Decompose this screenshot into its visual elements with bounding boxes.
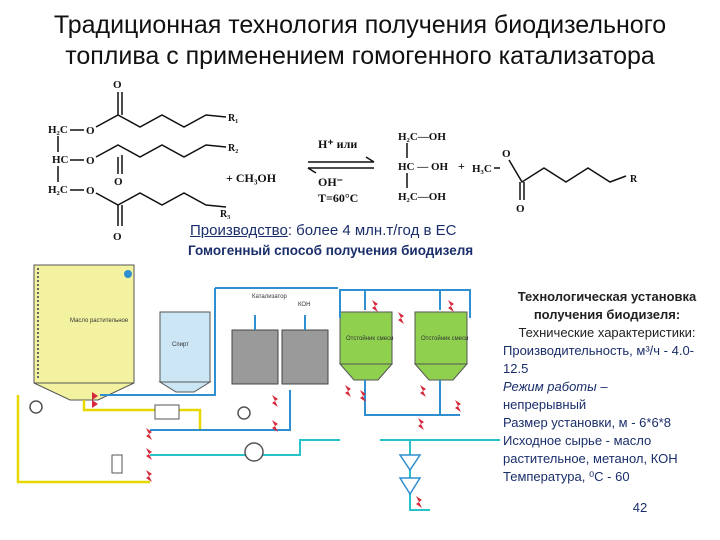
carbonyl-oxygen-2: O xyxy=(114,176,123,188)
specs-mode-value: непрерывный xyxy=(503,397,587,412)
ester-oxygen-1: O xyxy=(86,125,95,137)
oil-tank-label: Масло растительное xyxy=(70,318,129,324)
specs-panel: Технологическая установка получения биод… xyxy=(503,288,711,486)
specs-heading: Технологическая установка получения биод… xyxy=(517,289,697,322)
reverse-arrow-head xyxy=(307,167,317,174)
settler-2 xyxy=(414,311,468,365)
valve-1 xyxy=(92,392,98,408)
valve-10 xyxy=(345,385,351,397)
production-label: Производство xyxy=(190,222,288,239)
reactor-2 xyxy=(281,329,329,385)
ester-oxygen-3: O xyxy=(86,185,95,197)
carbonyl-oxygen-3: O xyxy=(113,231,122,243)
filter-1 xyxy=(398,454,422,472)
catalyst-label: Катализатор xyxy=(252,294,288,300)
valves xyxy=(92,300,461,508)
triglyceride-hc: HC xyxy=(52,154,69,166)
title-line-2: топлива с применением гомогенного катали… xyxy=(65,42,655,70)
valve-2 xyxy=(146,428,152,440)
methyl-ester-oxygen: O xyxy=(502,148,511,160)
settler-1-cone xyxy=(338,363,394,381)
chain-r3-label: R₃ xyxy=(220,209,230,220)
fatty-chain-2 xyxy=(95,144,227,158)
specs-mode-label: Режим работы – xyxy=(503,379,608,394)
pump-1 xyxy=(29,400,43,414)
spirit-tank-label: Спирт xyxy=(172,342,189,348)
valve-5 xyxy=(272,395,278,407)
valve-8 xyxy=(398,312,404,324)
product-plus: + xyxy=(458,159,465,173)
settler-2-label: Отстойник смеси xyxy=(421,335,469,342)
carbonyl-oxygen-1: O xyxy=(113,79,122,91)
oil-tank-cone xyxy=(33,382,135,401)
settler-1 xyxy=(339,311,393,365)
methyl-ester-chain xyxy=(508,159,627,184)
temperature-condition: T=60°C xyxy=(318,191,358,205)
settler-2-cone xyxy=(413,363,469,381)
flow-meter xyxy=(111,454,123,474)
valve-14 xyxy=(418,418,424,430)
glycerol-bottom: H₂C—OH xyxy=(398,191,446,203)
oil-pipe-loop xyxy=(16,395,150,484)
valve-11 xyxy=(360,390,366,402)
mix-pipe xyxy=(150,439,340,456)
glycerol-top: H₂C—OH xyxy=(398,131,446,143)
ester-oxygen-2: O xyxy=(86,155,95,167)
valve-9 xyxy=(448,300,454,312)
spirit-return-pipe xyxy=(100,288,216,396)
specs-temperature: Температура, ⁰С - 60 xyxy=(503,469,630,484)
filter-2 xyxy=(398,477,422,496)
specs-feedstock: Исходное сырье - масло растительное, мет… xyxy=(503,433,678,466)
specs-capacity: Производительность, м³/ч - 4.0-12.5 xyxy=(503,343,695,376)
valve-3 xyxy=(146,448,152,460)
valve-4 xyxy=(146,470,152,482)
methyl-ester-h3c: H₃C xyxy=(472,163,492,175)
base-catalyst-label: OH⁻ xyxy=(318,175,343,189)
methanol-reagent: + CH₃OH xyxy=(226,171,277,185)
production-text: : более 4 млн.т/год в ЕС xyxy=(287,222,457,239)
oil-feed-pipe xyxy=(82,400,202,430)
specs-size: Размер установки, м - 6*6*8 xyxy=(503,415,671,430)
method-line: Гомогенный способ получения биодизеля xyxy=(188,243,474,258)
settler-1-label: Отстойник смеси xyxy=(346,335,394,342)
triglyceride-h2c-bottom: H₂C xyxy=(48,184,68,196)
heat-exchanger xyxy=(244,442,264,462)
methyl-ester-r: R xyxy=(630,174,638,185)
koh-label: КОН xyxy=(298,302,310,308)
triglyceride-h2c-top: H₂C xyxy=(48,124,68,136)
methyl-ester-carbonyl-oxygen: O xyxy=(516,203,525,215)
reactor-1 xyxy=(231,329,279,385)
valve-13 xyxy=(455,400,461,412)
chain-r1-label: R₁ xyxy=(228,113,238,124)
pump-2 xyxy=(237,406,251,420)
valve-15 xyxy=(416,496,422,508)
slide-title: Традиционная технология получения биодиз… xyxy=(0,10,720,72)
production-line: Производство: более 4 млн.т/год в ЕС xyxy=(190,222,520,239)
acid-catalyst-label: H⁺ или xyxy=(318,137,357,151)
spirit-tank-cone xyxy=(158,381,212,393)
page-number: 42 xyxy=(632,500,648,515)
valve-7 xyxy=(372,300,378,312)
chain-r2-label: R₂ xyxy=(228,143,238,154)
settler-1-drain xyxy=(364,380,460,416)
forward-arrow-head xyxy=(365,156,375,163)
valve-12 xyxy=(420,385,426,397)
oil-tank xyxy=(33,264,135,384)
title-line-1: Традиционная технология получения биодиз… xyxy=(53,11,667,39)
specs-characteristics: Технические характеристики: xyxy=(518,325,696,340)
spirit-tank xyxy=(159,311,211,383)
reactor-feed-pipe xyxy=(150,390,291,431)
valve-6 xyxy=(272,420,278,432)
settler-overflow-pipe xyxy=(339,289,471,318)
dosing-unit xyxy=(154,404,180,420)
oil-tank-marker xyxy=(124,270,132,278)
glycerol-middle: HC — OH xyxy=(398,161,449,173)
